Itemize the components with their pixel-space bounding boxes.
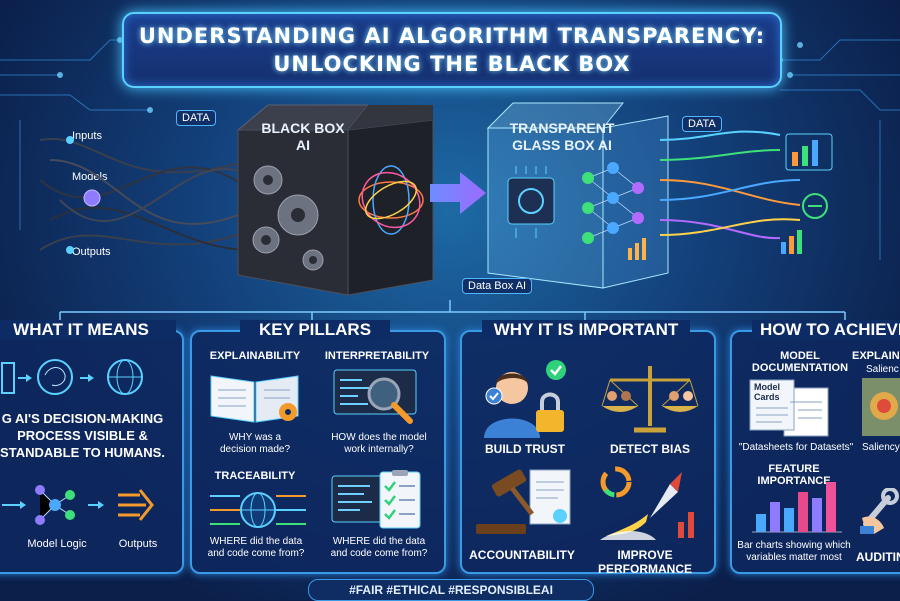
pillar-2-line-1: HOW does the model: [331, 432, 427, 443]
outputs-label: Outputs: [72, 246, 111, 258]
outputs-panel-label: Outputs: [118, 538, 158, 550]
title-line-1: UNDERSTANDING AI ALGORITHM TRANSPARENCY:: [138, 24, 766, 48]
title-line-2: UNLOCKING THE BLACK BOX: [273, 52, 631, 76]
saliency-map-icon: [862, 378, 900, 436]
what-text-1: G AI'S DECISION-MAKING: [1, 411, 164, 426]
pillar-traceability-text: WHERE did the data and code come from?: [200, 536, 312, 560]
black-box-cube: [236, 104, 434, 296]
tangled-wires: [40, 136, 250, 254]
auditing-label: AUDITING: [856, 550, 900, 564]
bar-caption-line-1: Bar charts showing which: [737, 540, 851, 551]
models-label: Models: [72, 171, 108, 183]
pillar-4-text: WHERE did the data and code come from?: [318, 536, 440, 560]
wrench-hand-icon: [860, 488, 899, 534]
black-box-title: BLACK BOX AI: [238, 120, 368, 154]
magnifier-code-icon: [333, 369, 417, 424]
inputs-label: Inputs: [72, 130, 102, 142]
detect-bias-label: DETECT BIAS: [609, 442, 690, 456]
pillar-2-line-2: work internally?: [344, 444, 414, 455]
data-label-left: DATA: [176, 110, 216, 126]
feature-importance-chart: [752, 482, 842, 533]
arrow-right-icon: [430, 172, 486, 214]
model-documentation-heading: MODEL DOCUMENTATION: [740, 350, 860, 374]
footer-hashtags: #FAIR #ETHICAL #RESPONSIBLEAI: [308, 579, 594, 601]
pillar-interpretability-text: HOW does the model work internally?: [318, 432, 440, 456]
title-banner: UNDERSTANDING AI ALGORITHM TRANSPARENCY:…: [122, 12, 782, 88]
datasheets-label: "Datasheets for Datasets": [738, 442, 854, 453]
panel-how-title: HOW TO ACHIEVE: [752, 320, 900, 340]
rocket-growth-icon: [600, 466, 694, 540]
pillar-3-line-2: and code come from?: [207, 548, 305, 559]
pillar-1-line-2: decision made?: [219, 444, 291, 455]
model-cards-line-1: Model: [754, 382, 780, 392]
explainability-heading-cut: EXPLAINA: [852, 350, 900, 362]
panel-key-pillars: [190, 330, 446, 574]
improve-performance-label: IMPROVE PERFORMANCE: [597, 548, 692, 576]
pillar-4-line-2: and code come from?: [330, 548, 428, 559]
model-cards-text: Model Cards: [754, 382, 794, 402]
model-logic-label: Model Logic: [27, 538, 87, 550]
model-cards-line-2: Cards: [754, 392, 780, 402]
model-doc-line-1: MODEL: [780, 350, 820, 362]
model-logic-icons: [2, 485, 154, 525]
model-cards-icon: [749, 379, 829, 437]
model-doc-line-2: DOCUMENTATION: [751, 362, 849, 374]
glass-caption: Data Box AI: [462, 278, 533, 294]
brain-flow-icons: [1, 359, 143, 395]
data-label-right: DATA: [682, 116, 722, 132]
glass-box-cube: [486, 102, 669, 289]
bar-chart-caption: Bar charts showing which variables matte…: [732, 540, 856, 564]
panel-what-title: WHAT IT MEANS: [0, 320, 176, 340]
bar-chart-icon: [785, 133, 833, 171]
gavel-document-icon: [476, 469, 571, 534]
pillar-interpretability-heading: INTERPRETABILITY: [324, 350, 430, 362]
open-book-icon: [210, 375, 299, 423]
accountability-label: ACCOUNTABILITY: [469, 548, 575, 562]
panel-pillars-title: KEY PILLARS: [240, 320, 390, 340]
bar-chart-small-icon: [781, 230, 802, 254]
panel-what-it-means: [0, 330, 184, 574]
checklist-icon: [331, 470, 421, 529]
pillar-traceability-heading: TRACEABILITY: [214, 470, 296, 482]
balance-scale-icon: [601, 366, 699, 433]
footer-text: #FAIR #ETHICAL #RESPONSIBLEAI: [349, 583, 553, 597]
feature-importance-heading: FEATURE IMPORTANCE: [757, 463, 831, 487]
glass-box-line-1: TRANSPARENT: [509, 120, 615, 136]
saliency-label: Saliency: [862, 442, 900, 453]
pillar-3-line-1: WHERE did the data: [209, 536, 303, 547]
black-box-line-1: BLACK BOX: [261, 120, 345, 136]
what-text-2: PROCESS VISIBLE &: [17, 428, 148, 443]
globe-network-icon: [210, 492, 306, 528]
glass-box-title: TRANSPARENT GLASS BOX AI: [498, 120, 626, 154]
gauge-icon: [802, 193, 828, 219]
bar-caption-line-2: variables matter most: [746, 552, 842, 563]
pillar-explainability-text: WHY was a decision made?: [200, 432, 310, 456]
what-description: G AI'S DECISION-MAKING PROCESS VISIBLE &…: [0, 410, 175, 461]
black-box-line-2: AI: [296, 137, 310, 153]
build-trust-label: BUILD TRUST: [485, 442, 565, 456]
output-wires: [660, 130, 801, 240]
what-text-3: STANDABLE TO HUMANS.: [0, 445, 165, 460]
pillar-4-line-1: WHERE did the data: [332, 536, 426, 547]
panel-why-title: WHY IT IS IMPORTANT: [482, 320, 690, 340]
person-lock-icon: [484, 360, 566, 438]
glass-box-line-2: GLASS BOX AI: [512, 137, 612, 153]
pillar-1-line-1: WHY was a: [228, 432, 282, 443]
salienc-label: Salienc: [866, 364, 899, 375]
pillar-explainability-heading: EXPLAINABILITY: [209, 350, 301, 362]
